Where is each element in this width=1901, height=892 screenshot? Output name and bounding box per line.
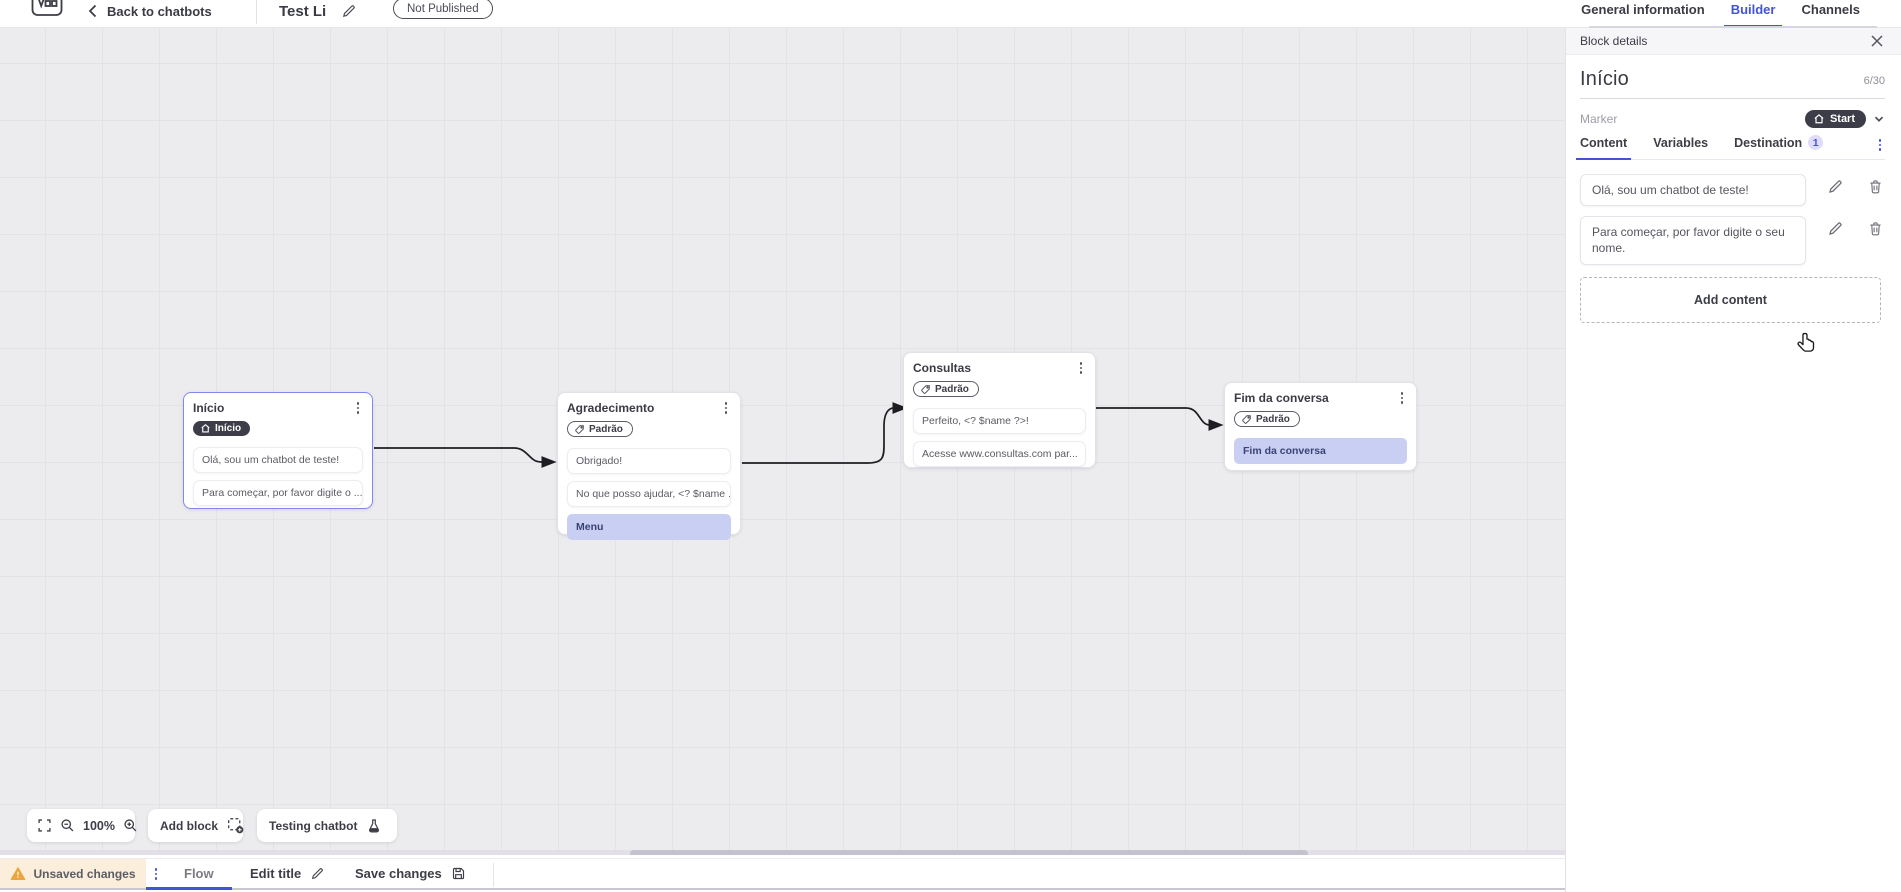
flow-node-agradecimento[interactable]: Agradecimento Padrão Obrigado! No que po…	[557, 392, 741, 540]
panel-kebab-menu-icon[interactable]	[1875, 138, 1885, 153]
node-end-item[interactable]: Fim da conversa	[1234, 437, 1407, 464]
status-badge: Not Published	[393, 0, 493, 19]
zoom-in-icon[interactable]	[123, 818, 138, 833]
tab-content[interactable]: Content	[1575, 136, 1632, 160]
content-message[interactable]: Olá, sou um chatbot de teste!	[1580, 174, 1806, 207]
tag-badge: Padrão	[913, 381, 979, 397]
char-count: 6/30	[1863, 75, 1885, 87]
add-block-icon	[227, 817, 244, 834]
edit-title-button[interactable]: Edit title	[250, 859, 325, 888]
tab-channels[interactable]: Channels	[1801, 2, 1860, 17]
node-kebab-menu-icon[interactable]	[721, 401, 731, 416]
edit-pencil-icon[interactable]	[1827, 220, 1844, 237]
flask-icon	[366, 818, 382, 834]
node-content-item[interactable]: Perfeito, <? $name ?>!	[913, 407, 1086, 434]
flow-node-fim-da-conversa[interactable]: Fim da conversa Padrão Fim da conversa	[1224, 382, 1417, 471]
node-content-item[interactable]: Para começar, por favor digite o ...	[193, 480, 363, 506]
add-content-button[interactable]: Add content	[1580, 276, 1881, 323]
delete-trash-icon[interactable]	[1867, 220, 1884, 237]
edit-title-pencil-icon[interactable]	[341, 3, 357, 19]
node-menu-item[interactable]: Menu	[567, 513, 731, 540]
node-title: Consultas	[913, 361, 972, 375]
close-icon[interactable]	[1870, 34, 1885, 49]
pencil-icon	[310, 866, 325, 881]
tag-badge: Padrão	[1234, 411, 1300, 427]
zoom-toolbar: 100%	[27, 809, 138, 842]
tabs-bottom-border	[1589, 26, 1877, 28]
node-kebab-menu-icon[interactable]	[353, 401, 363, 416]
tag-icon	[921, 384, 930, 394]
block-name-field[interactable]: Início	[1580, 68, 1630, 90]
start-marker-badge: Início	[193, 421, 251, 436]
flow-node-inicio[interactable]: Início Início Olá, sou um chatbot de tes…	[183, 392, 373, 509]
scrollbar-thumb[interactable]	[630, 850, 1308, 855]
save-floppy-icon	[451, 866, 466, 881]
save-changes-button[interactable]: Save changes	[355, 859, 466, 888]
node-content-item[interactable]: Olá, sou um chatbot de teste!	[193, 447, 363, 473]
marker-start-badge[interactable]: Start	[1804, 110, 1866, 128]
content-message[interactable]: Para começar, por favor digite o seu nom…	[1580, 216, 1806, 265]
destination-count-badge: 1	[1808, 135, 1824, 150]
topbar-divider	[256, 0, 257, 24]
tab-flow[interactable]: Flow	[184, 866, 214, 881]
node-title: Agradecimento	[567, 401, 655, 415]
home-icon	[1814, 114, 1824, 124]
node-title: Início	[193, 401, 225, 415]
add-block-button[interactable]: Add block	[148, 809, 244, 842]
panel-title: Block details	[1580, 34, 1648, 48]
delete-trash-icon[interactable]	[1867, 178, 1884, 195]
warning-triangle-icon	[10, 866, 26, 881]
tag-badge: Padrão	[567, 421, 633, 437]
node-kebab-menu-icon[interactable]	[1076, 361, 1086, 376]
node-content-item[interactable]: Acesse www.consultas.com par...	[913, 440, 1086, 467]
flow-kebab-menu-icon[interactable]	[151, 867, 161, 882]
home-icon	[201, 423, 210, 433]
tab-destination[interactable]: Destination 1	[1734, 135, 1824, 159]
chatbot-title: Test Li	[279, 2, 327, 20]
tag-icon	[575, 424, 584, 434]
panel-tabs: Content Variables Destination 1	[1575, 135, 1885, 160]
unsaved-changes-indicator: Unsaved changes	[0, 859, 146, 888]
bottombar-divider	[493, 863, 494, 887]
bottom-bar: Unsaved changes Flow Edit title Save cha…	[0, 858, 1565, 890]
zoom-out-icon[interactable]	[60, 818, 75, 833]
marker-label: Marker	[1580, 112, 1618, 126]
edit-pencil-icon[interactable]	[1827, 178, 1844, 195]
tab-variables[interactable]: Variables	[1653, 136, 1709, 150]
node-content-item[interactable]: No que posso ajudar, <? $name ...	[567, 480, 731, 507]
tab-general-information[interactable]: General information	[1581, 2, 1705, 17]
node-content-item[interactable]: Obrigado!	[567, 447, 731, 474]
node-kebab-menu-icon[interactable]	[1397, 391, 1407, 406]
testing-chatbot-button[interactable]: Testing chatbot	[257, 809, 397, 842]
tab-builder[interactable]: Builder	[1723, 0, 1783, 28]
flow-node-consultas[interactable]: Consultas Padrão Perfeito, <? $name ?>! …	[903, 352, 1096, 468]
flow-tab-underline	[146, 887, 232, 890]
top-bar: Back to chatbots Test Li Not Published G…	[0, 0, 1901, 28]
content-row: Olá, sou um chatbot de teste!	[1580, 174, 1885, 207]
app-logo-icon	[31, 0, 63, 18]
node-title: Fim da conversa	[1234, 391, 1329, 405]
fullscreen-icon[interactable]	[37, 818, 52, 833]
flow-canvas[interactable]: Início Início Olá, sou um chatbot de tes…	[0, 28, 1565, 855]
back-to-chatbots-label: Back to chatbots	[107, 3, 212, 19]
canvas-horizontal-scrollbar	[0, 850, 1565, 855]
builder-nav-tabs: General information Builder Channels	[1581, 0, 1901, 28]
back-to-chatbots-button[interactable]: Back to chatbots	[88, 0, 212, 22]
chevron-left-icon	[88, 4, 97, 18]
tag-icon	[1242, 414, 1251, 424]
chevron-down-icon[interactable]	[1873, 113, 1885, 125]
content-row: Para começar, por favor digite o seu nom…	[1580, 216, 1885, 265]
block-details-panel: Block details Início 6/30 Marker Start	[1565, 28, 1901, 892]
zoom-level: 100%	[83, 818, 115, 833]
